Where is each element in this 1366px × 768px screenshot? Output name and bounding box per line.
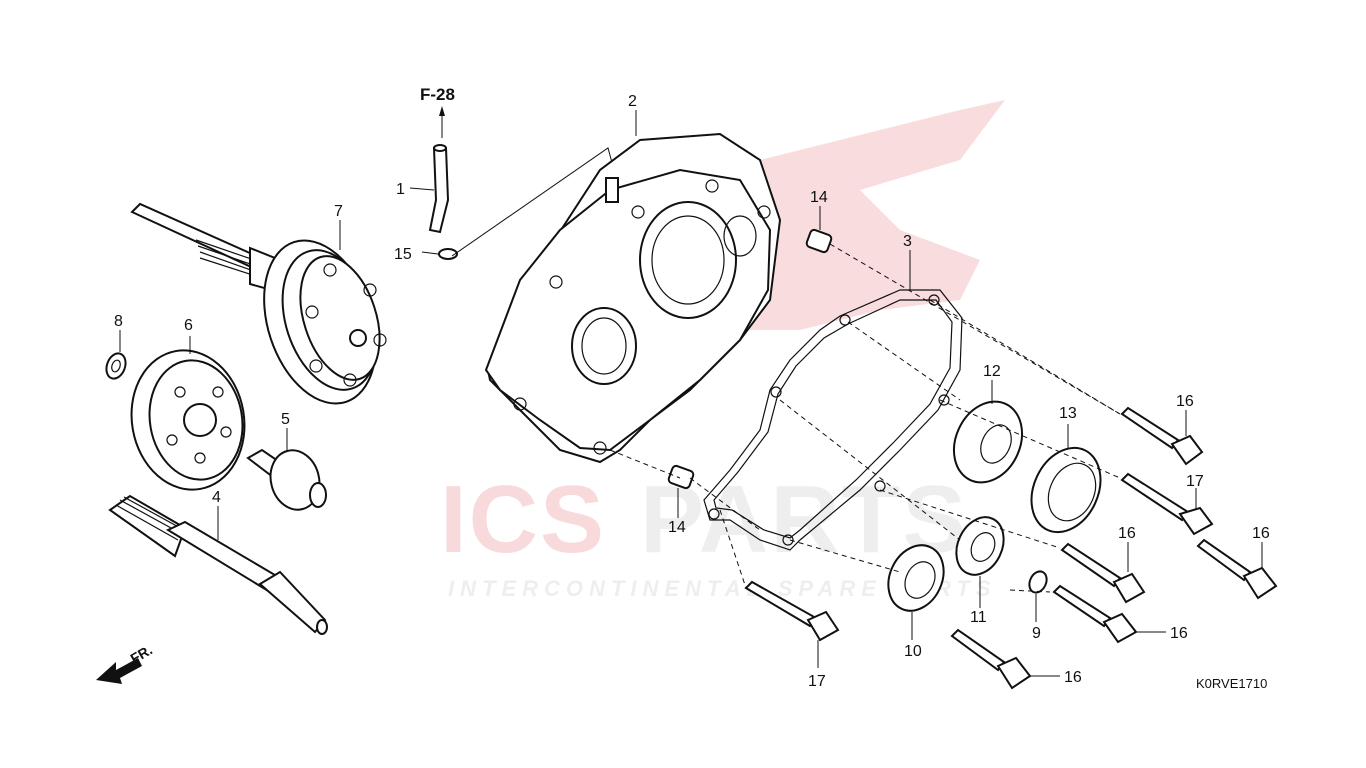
callout-9: 9 (1032, 625, 1041, 642)
bolt-16e (950, 628, 1032, 690)
callout-13: 13 (1059, 405, 1077, 422)
bearing-11 (955, 516, 1005, 576)
callout-4: 4 (212, 489, 221, 506)
gear-5 (246, 448, 327, 511)
callout-5: 5 (281, 411, 290, 428)
callout-14b: 14 (668, 519, 686, 536)
dowel-14b (667, 464, 695, 490)
alignment-guides (609, 243, 1121, 593)
gear-6 (130, 349, 246, 491)
callout-6: 6 (184, 317, 193, 334)
callout-16e: 16 (1064, 669, 1082, 686)
callout-14a: 14 (810, 189, 828, 206)
callout-16a: 16 (1176, 393, 1194, 410)
bearing-12 (952, 400, 1024, 484)
callout-12: 12 (983, 363, 1001, 380)
reference-label: F-28 (420, 85, 455, 104)
callout-7: 7 (334, 203, 343, 220)
callout-10: 10 (904, 643, 922, 660)
gear-shaft-7 (130, 202, 387, 405)
oil-seal-13 (1030, 446, 1102, 534)
callout-15: 15 (394, 246, 412, 263)
callout-16d: 16 (1170, 625, 1188, 642)
callout-11: 11 (970, 609, 987, 626)
callout-2: 2 (628, 93, 637, 110)
front-direction-arrow-icon: FR. (96, 641, 155, 684)
callout-16c: 16 (1118, 525, 1136, 542)
callout-17a: 17 (1186, 473, 1204, 490)
callout-16b: 16 (1252, 525, 1270, 542)
callouts: 1 2 3 4 5 6 7 8 9 10 11 12 13 14 14 15 1… (114, 93, 1270, 690)
gasket-3 (703, 289, 963, 551)
callout-17b: 17 (808, 673, 826, 690)
watermark-brand-red: ICS (440, 466, 606, 573)
bolt-17a (1120, 472, 1214, 536)
callout-8: 8 (114, 313, 123, 330)
bolt-16a (1120, 406, 1204, 466)
callout-1: 1 (396, 181, 405, 198)
callout-3: 3 (903, 233, 912, 250)
bolt-16c (1060, 542, 1146, 604)
case-2 (484, 132, 782, 464)
dowel-14a (805, 228, 833, 254)
bolt-17b (744, 580, 840, 642)
washer-8 (105, 352, 127, 380)
diagram-code: K0RVE1710 (1196, 676, 1267, 691)
bearing-10 (887, 544, 945, 612)
shaft-4 (108, 494, 328, 635)
leader-lines (119, 106, 1263, 677)
tube-1 (428, 144, 450, 234)
washer-9 (1028, 570, 1048, 594)
bolt-16d (1052, 584, 1138, 644)
bolt-16b (1196, 538, 1278, 600)
